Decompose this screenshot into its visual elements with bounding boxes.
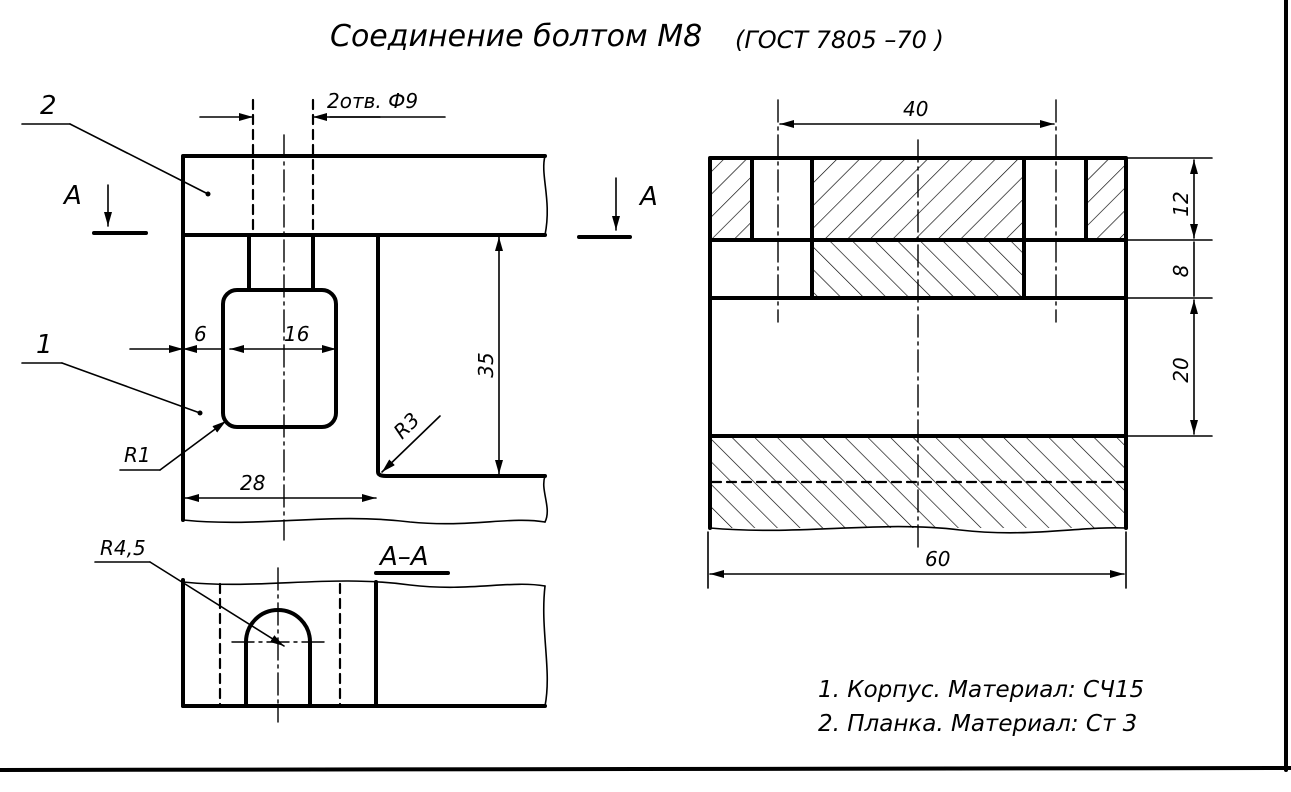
body-break-right bbox=[543, 475, 549, 523]
radius-r45: R4,5 bbox=[100, 536, 146, 560]
side-view: 40 60 12 8 20 bbox=[707, 97, 1213, 589]
front-view: 2отв. Ф9 6 16 35 28 R1 R3 2 1 А bbox=[21, 89, 658, 541]
holes-label: 2отв. Ф9 bbox=[327, 89, 418, 113]
dim-12: 12 bbox=[1169, 191, 1193, 216]
plate-break-line bbox=[542, 155, 549, 236]
section-title: А–А bbox=[378, 542, 429, 572]
note-part-1: 1. Корпус. Материал: СЧ15 bbox=[818, 677, 1144, 703]
bolt-head-cavity bbox=[221, 288, 338, 429]
frame-bottom-line bbox=[0, 766, 1291, 772]
dim-6: 6 bbox=[194, 322, 207, 346]
dim-60: 60 bbox=[925, 547, 950, 571]
drawing-standard: (ГОСТ 7805 –70 ) bbox=[735, 26, 944, 54]
body-break-bottom bbox=[182, 517, 546, 525]
dim-35: 35 bbox=[474, 352, 498, 377]
body-step bbox=[376, 233, 547, 478]
section-marker-right: А bbox=[638, 182, 658, 212]
radius-r1: R1 bbox=[124, 443, 151, 467]
drawing-title: Соединение болтом М8 bbox=[330, 19, 702, 54]
plate-outline bbox=[181, 154, 547, 522]
dim-16: 16 bbox=[284, 322, 309, 346]
note-part-2: 2. Планка. Материал: Ст 3 bbox=[818, 711, 1137, 737]
dim-40: 40 bbox=[903, 97, 928, 121]
dim-28: 28 bbox=[240, 471, 265, 495]
section-break-top bbox=[182, 580, 546, 589]
dim-8: 8 bbox=[1169, 265, 1193, 278]
part-number-1: 1 bbox=[36, 330, 53, 360]
radius-r3: R3 bbox=[389, 408, 425, 444]
section-view: А–А R4,5 bbox=[94, 536, 549, 723]
section-marker-left: А bbox=[62, 181, 82, 211]
dim-20: 20 bbox=[1169, 357, 1193, 382]
part-number-2: 2 bbox=[40, 91, 57, 121]
